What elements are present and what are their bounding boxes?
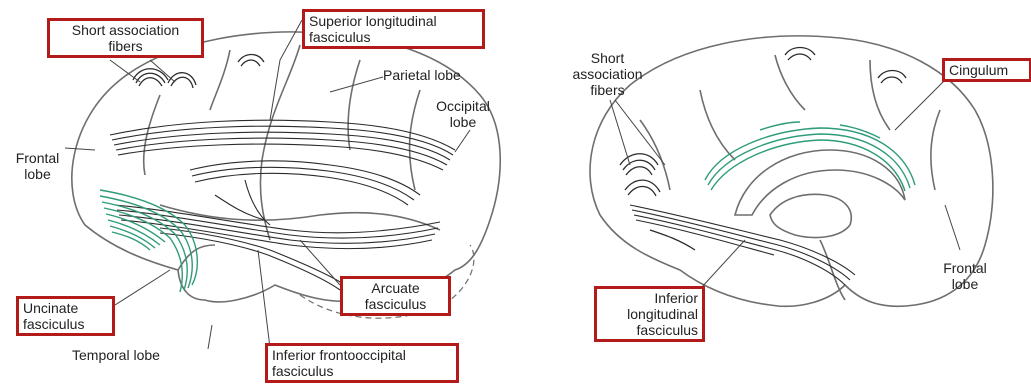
label-line: Temporal lobe: [72, 347, 160, 363]
label-line: lobe: [428, 114, 498, 130]
central-sulcus: [260, 45, 300, 240]
label-line: Cingulum: [949, 62, 1025, 78]
label-inferior-longitudinal-fasciculus: Inferior longitudinal fasciculus: [594, 286, 705, 342]
label-line: Short: [565, 50, 650, 66]
brainstem-outline: [820, 240, 845, 300]
label-line: lobe: [10, 166, 65, 182]
corpus-callosum-outline: [735, 150, 905, 215]
label-line: longitudinal: [601, 306, 698, 322]
label-line: fasciculus: [23, 316, 108, 332]
label-line: Inferior: [601, 290, 698, 306]
label-cingulum: Cingulum: [942, 58, 1031, 82]
sulcus-line: [640, 120, 670, 190]
label-short-association-fibers-medial: Short association fibers: [565, 50, 650, 98]
label-line: Uncinate: [23, 300, 108, 316]
label-line: Superior longitudinal: [309, 13, 478, 29]
label-frontal-lobe-medial: Frontal lobe: [935, 260, 995, 292]
label-line: fibers: [54, 38, 197, 54]
label-frontal-lobe-lateral: Frontal lobe: [10, 150, 65, 182]
label-line: fasciculus: [601, 322, 698, 338]
label-parietal-lobe: Parietal lobe: [383, 67, 461, 83]
label-line: Occipital: [428, 98, 498, 114]
label-line: fasciculus: [272, 363, 452, 379]
sulcus-line: [931, 110, 940, 190]
label-line: Arcuate: [347, 280, 444, 296]
uncinate-fasciculus-fibers: [100, 190, 197, 292]
label-occipital-lobe: Occipital lobe: [428, 98, 498, 130]
label-line: association: [565, 66, 650, 82]
label-line: Short association: [54, 22, 197, 38]
thalamus-outline: [770, 194, 851, 237]
label-line: Inferior frontooccipital: [272, 347, 452, 363]
label-line: Frontal: [935, 260, 995, 276]
label-line: fasciculus: [309, 29, 478, 45]
label-line: fibers: [565, 82, 650, 98]
label-line: Frontal: [10, 150, 65, 166]
label-short-association-fibers-lateral: Short association fibers: [47, 18, 204, 58]
superior-longitudinal-fasciculus-fibers: [110, 120, 455, 205]
sulcus-line: [144, 95, 160, 175]
label-arcuate-fasciculus: Arcuate fasciculus: [340, 276, 451, 316]
inferior-longitudinal-fasciculus-fibers: [630, 205, 855, 285]
medial-callout-lines: [610, 80, 960, 300]
label-line: fasciculus: [347, 296, 444, 312]
label-uncinate-fasciculus: Uncinate fasciculus: [16, 296, 115, 336]
sulcus-line: [700, 90, 735, 160]
label-inferior-frontooccipital-fasciculus: Inferior frontooccipital fasciculus: [265, 343, 459, 383]
medial-brain-drawing: [590, 36, 993, 306]
label-superior-longitudinal-fasciculus: Superior longitudinal fasciculus: [302, 9, 485, 49]
label-line: lobe: [935, 276, 995, 292]
sulcus-line: [210, 50, 230, 110]
sulcus-line: [870, 60, 890, 130]
label-line: Parietal lobe: [383, 67, 461, 83]
label-temporal-lobe: Temporal lobe: [72, 347, 160, 363]
sulcus-line: [775, 55, 805, 110]
